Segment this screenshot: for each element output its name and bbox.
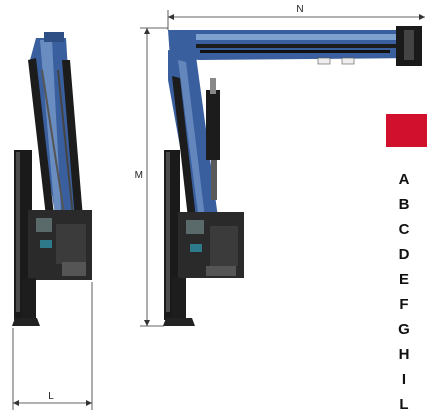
dimension-n-label: N [296, 4, 303, 15]
letter-item: F [399, 296, 409, 313]
front-arm-left [28, 58, 56, 234]
side-lift-cylinder [206, 90, 220, 160]
dimension-l-label: L [48, 391, 54, 402]
dimension-l: L [12, 282, 93, 410]
letter-item: C [398, 221, 410, 238]
letter-item: B [398, 196, 410, 213]
letter-item: I [401, 371, 407, 388]
front-leg [22, 278, 36, 318]
dimension-m-label: M [135, 170, 143, 181]
letter-item: E [398, 271, 409, 288]
red-color-marker [386, 114, 427, 147]
front-arm-right [62, 60, 84, 232]
letter-item: H [398, 346, 410, 363]
letter-item: G [398, 321, 410, 338]
letter-item: L [399, 396, 409, 413]
dimension-m: M [135, 27, 168, 327]
side-leg [172, 278, 186, 318]
dimension-n: N [167, 4, 425, 30]
crane-side-view [163, 26, 422, 326]
crane-front-view [12, 32, 92, 326]
letter-item: A [398, 171, 410, 188]
letter-item: D [398, 246, 410, 263]
